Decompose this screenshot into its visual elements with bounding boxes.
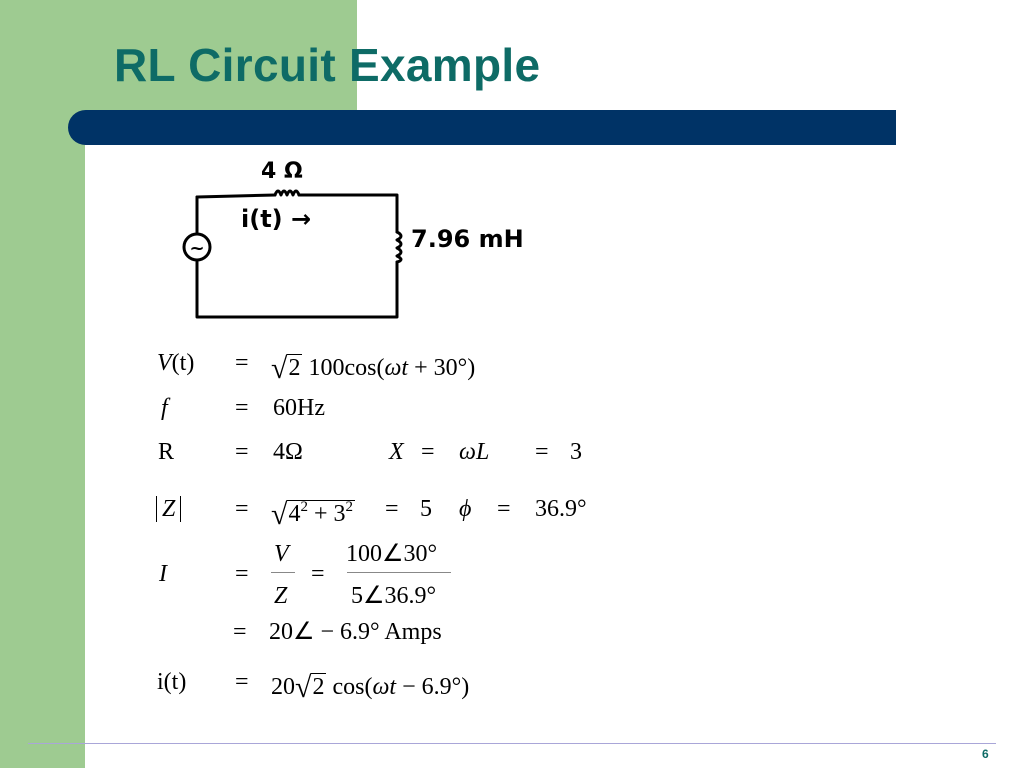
z-base-2: 3 — [333, 501, 346, 527]
equals-7: = — [385, 496, 399, 522]
phase-symbol: ϕ — [459, 496, 472, 522]
it-sqrt-arg: 2 — [311, 673, 327, 700]
v-arg: (t) — [171, 350, 195, 376]
equation-voltage: V(t) — [157, 351, 194, 375]
v-sqrt-arg: 2 — [287, 354, 303, 381]
impedance-value: 5 — [420, 496, 432, 522]
frequency-value: 60Hz — [273, 395, 325, 421]
it-omega-t: ωt — [372, 674, 397, 700]
equals-8: = — [497, 496, 511, 522]
green-header-block — [0, 0, 357, 110]
green-sidebar-strip — [0, 110, 85, 768]
current-label: i(t) → — [241, 205, 311, 233]
equals-3: = — [235, 439, 249, 465]
sqrt-icon: √ — [295, 671, 312, 704]
resistor-label: 4 Ω — [261, 159, 303, 184]
reactance-symbol: X — [389, 439, 404, 465]
it-cos: cos( — [326, 674, 373, 700]
frac1-numerator: V — [274, 541, 289, 567]
equals-1: = — [235, 350, 249, 376]
frequency-symbol: f — [161, 395, 168, 421]
z-exp-2: 2 — [345, 499, 354, 515]
inductor-label: 7.96 mH — [411, 225, 524, 253]
sqrt-icon: √ — [271, 352, 288, 385]
reactance-omega-l: ωL — [459, 439, 490, 465]
equals-11: = — [233, 619, 247, 645]
frac1-denominator: Z — [274, 583, 288, 609]
z-symbol: Z — [156, 496, 182, 522]
v-symbol: V — [157, 350, 172, 376]
reactance-value: 3 — [570, 439, 582, 465]
z-plus: + — [307, 501, 334, 527]
equals-6: = — [235, 496, 249, 522]
equals-9: = — [235, 561, 249, 587]
sqrt-icon: √ — [271, 498, 288, 531]
page-number: 6 — [982, 747, 989, 761]
frac2-bar — [347, 572, 451, 573]
current-phasor-symbol: I — [159, 561, 167, 587]
equals-12: = — [235, 669, 249, 695]
current-phasor-result: 20∠ − 6.9° Amps — [269, 619, 442, 645]
z-base-1: 4 — [288, 501, 301, 527]
v-omega-t: ωt — [384, 355, 409, 381]
frac1-bar — [271, 572, 295, 573]
frac2-numerator: 100∠30° — [346, 541, 438, 567]
z-exp-1: 2 — [300, 499, 308, 515]
impedance-sqrt: √42 + 32 — [271, 497, 356, 530]
ac-source-icon — [182, 232, 212, 262]
v-phase: + 30°) — [408, 355, 476, 381]
phase-value: 36.9° — [535, 496, 587, 522]
ac-source-symbol: ~ — [189, 238, 204, 259]
frac2-denominator: 5∠36.9° — [351, 583, 437, 609]
title-underline-bar — [68, 110, 896, 145]
v-cos: 100cos( — [308, 355, 385, 381]
it-phase: − 6.9°) — [396, 674, 470, 700]
equals-10: = — [311, 561, 325, 587]
time-current-rhs: 20√2 cos(ωt − 6.9°) — [271, 670, 470, 703]
rl-circuit-diagram: ~ 4 Ω i(t) → 7.96 mH — [182, 159, 524, 319]
time-current-symbol: i(t) — [157, 669, 187, 695]
voltage-rhs: √2 100cos(ωt + 30°) — [271, 351, 476, 384]
it-coefficient: 20 — [271, 674, 295, 700]
content-corner — [85, 140, 125, 180]
equals-5: = — [535, 439, 549, 465]
slide-title: RL Circuit Example — [114, 39, 541, 91]
resistance-value: 4Ω — [273, 439, 303, 465]
equals-4: = — [421, 439, 435, 465]
impedance-magnitude: Z — [156, 496, 182, 522]
resistance-symbol: R — [158, 439, 175, 465]
equals-2: = — [235, 395, 249, 421]
footer-divider — [28, 743, 996, 744]
